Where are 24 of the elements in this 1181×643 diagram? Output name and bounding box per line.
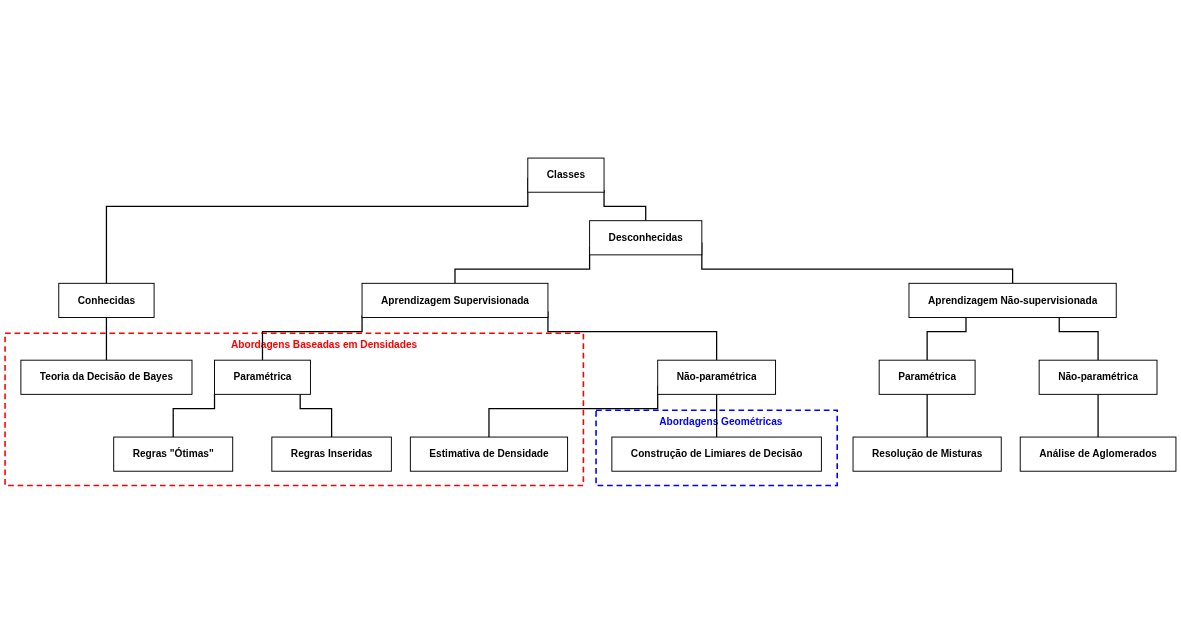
- node-box: Construção de Limiares de Decisão: [611, 436, 822, 472]
- connector: [1058, 316, 1099, 361]
- node-box: Estimativa de Densidade: [409, 436, 569, 472]
- node-box: Conhecidas: [58, 282, 155, 318]
- node-box: Classes: [527, 157, 605, 193]
- node-box: Regras Inseridas: [271, 436, 392, 472]
- connector: [1097, 393, 1099, 438]
- node-box: Desconhecidas: [589, 219, 703, 256]
- connector: [926, 393, 928, 438]
- connector: [926, 316, 967, 361]
- connector: [716, 393, 718, 438]
- node-box: Resolução de Misturas: [852, 436, 1002, 472]
- node-box: Paramétrica: [214, 359, 311, 395]
- connector: [299, 393, 333, 438]
- node-box: Aprendizagem Não-supervisionada: [908, 282, 1117, 318]
- node-box: Regras "Ótimas": [113, 436, 234, 472]
- node-box: Não-paramétrica: [657, 359, 777, 395]
- node-box: Não-paramétrica: [1038, 359, 1158, 395]
- node-box: Teoria da Decisão de Bayes: [20, 359, 193, 395]
- node-box: Paramétrica: [878, 359, 976, 395]
- node-box: Análise de Aglomerados: [1019, 436, 1177, 472]
- connector: [172, 393, 216, 438]
- connector: [105, 316, 108, 361]
- node-box: Aprendizagem Supervisionada: [361, 282, 549, 318]
